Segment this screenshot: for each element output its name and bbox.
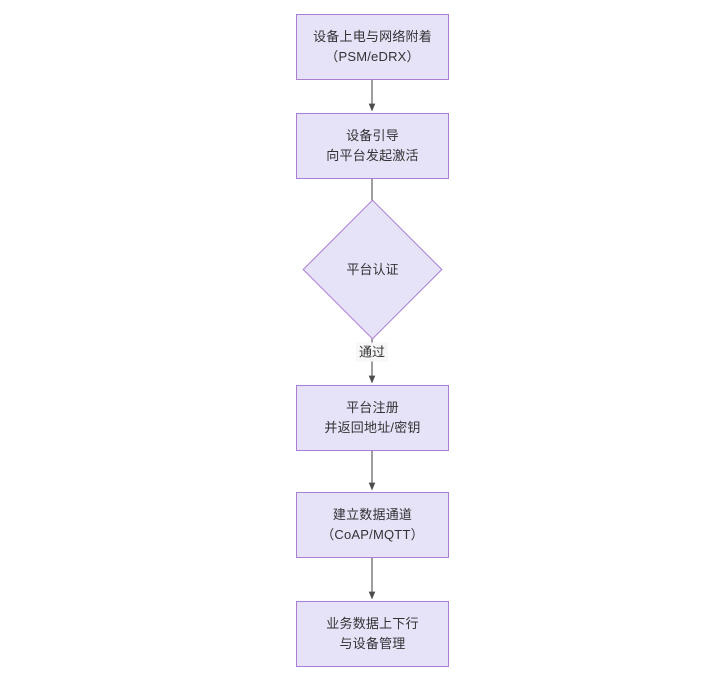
flow-node-label: 业务数据上下行 与设备管理 bbox=[326, 616, 419, 651]
flow-node-label: 设备引导 向平台发起激活 bbox=[326, 128, 419, 163]
flow-node-label: 平台注册 并返回地址/密钥 bbox=[324, 400, 421, 435]
edge-label-pass: 通过 bbox=[355, 342, 389, 362]
flow-node-label: 建立数据通道 （CoAP/MQTT） bbox=[321, 507, 424, 542]
flow-node-device-bootstrap[interactable]: 设备引导 向平台发起激活 bbox=[296, 113, 449, 179]
edge-label-text: 通过 bbox=[358, 344, 386, 360]
flow-node-label: 设备上电与网络附着 （PSM/eDRX） bbox=[313, 29, 432, 64]
flow-node-device-power-on[interactable]: 设备上电与网络附着 （PSM/eDRX） bbox=[296, 14, 449, 80]
flow-node-platform-registration[interactable]: 平台注册 并返回地址/密钥 bbox=[296, 385, 449, 451]
flow-node-establish-data-channel[interactable]: 建立数据通道 （CoAP/MQTT） bbox=[296, 492, 449, 558]
flow-node-platform-authentication[interactable]: 平台认证 bbox=[302, 199, 443, 340]
flow-node-business-data-and-device-management[interactable]: 业务数据上下行 与设备管理 bbox=[296, 601, 449, 667]
flow-node-label: 平台认证 bbox=[346, 261, 399, 277]
